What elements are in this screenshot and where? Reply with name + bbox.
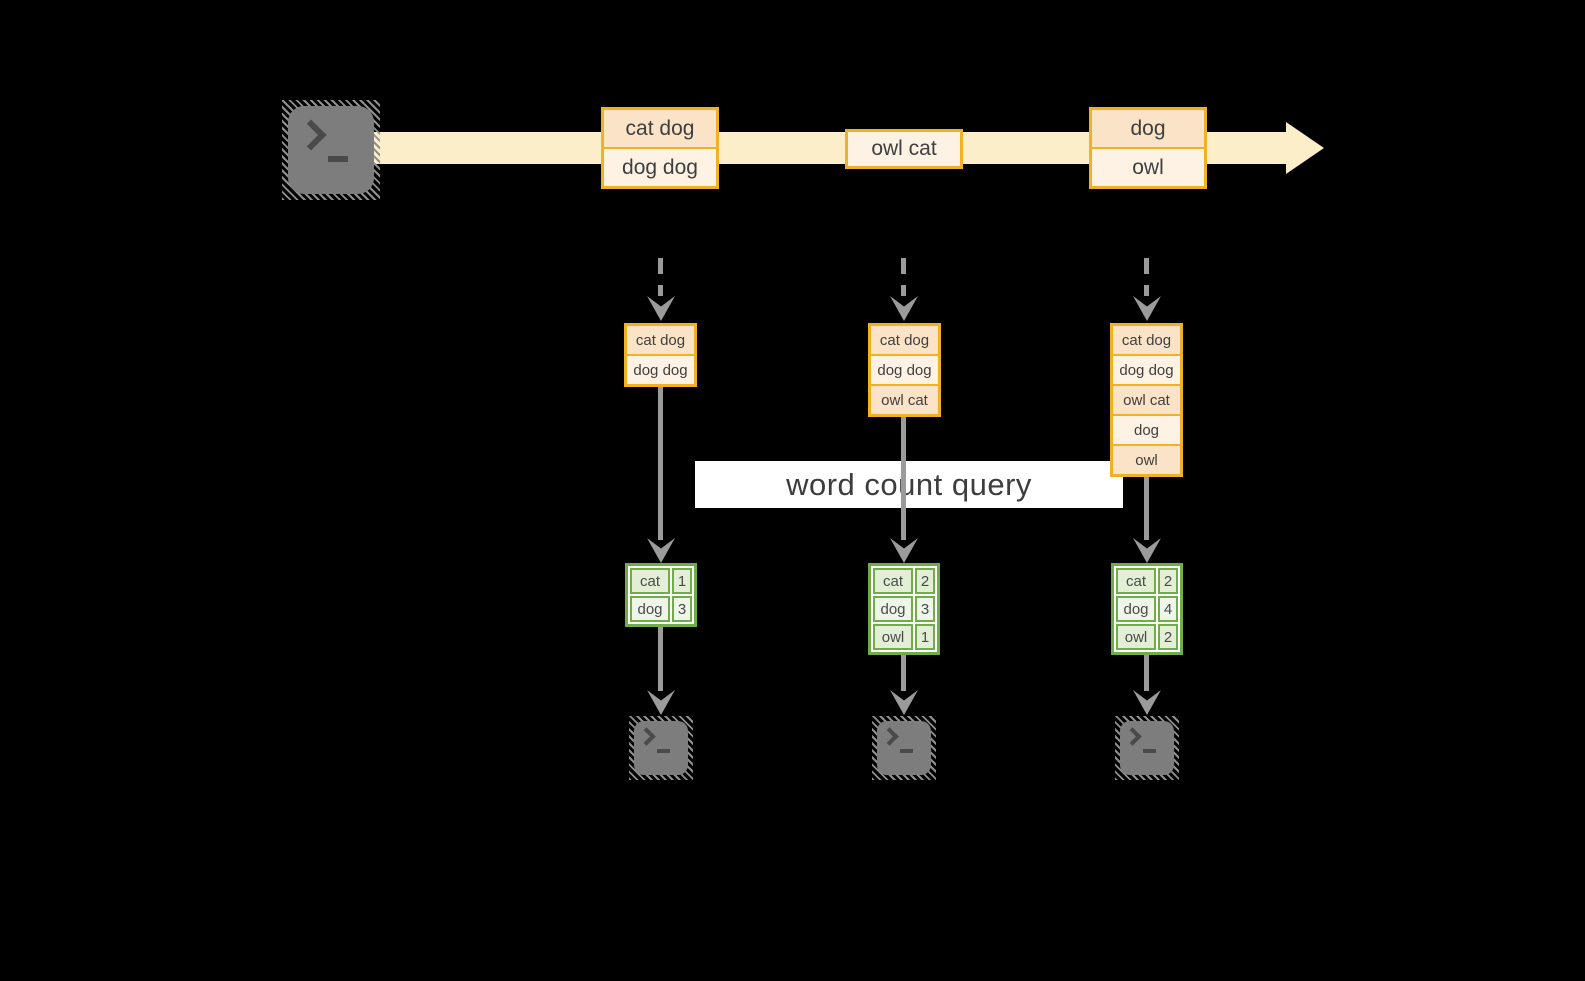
output-arrow-head-1 <box>647 690 675 715</box>
query-arrow-line-1 <box>658 387 663 540</box>
result-word: dog <box>1116 596 1156 622</box>
result-count: 3 <box>915 596 935 622</box>
dashed-arrow-head-1 <box>647 296 675 321</box>
stream-batch-3: dog owl <box>1089 107 1207 189</box>
batch-record: dog dog <box>604 147 716 186</box>
result-word: cat <box>1116 568 1156 594</box>
query-banner: word count query <box>695 461 1123 508</box>
result-word: owl <box>873 624 913 650</box>
output-arrow-line-3 <box>1144 655 1149 691</box>
result-table-2: cat 2 dog 3 owl 1 <box>868 563 940 655</box>
dashed-arrow-line-2 <box>901 258 906 296</box>
state-record: dog dog <box>1113 354 1180 384</box>
batch-record: cat dog <box>604 110 716 147</box>
result-count: 1 <box>672 568 692 594</box>
state-record: cat dog <box>627 326 694 354</box>
result-word: dog <box>630 596 670 622</box>
query-arrow-head-2 <box>890 538 918 563</box>
terminal-output-icon-3 <box>1115 716 1179 780</box>
state-record: dog dog <box>627 354 694 384</box>
prompt-cursor-icon <box>1143 749 1156 753</box>
output-arrow-head-3 <box>1133 690 1161 715</box>
result-table-3: cat 2 dog 4 owl 2 <box>1111 563 1183 655</box>
terminal-screen <box>1120 721 1174 775</box>
output-arrow-line-2 <box>901 655 906 691</box>
batch-record: owl <box>1092 147 1204 186</box>
dashed-arrow-head-3 <box>1133 296 1161 321</box>
stream-batch-1: cat dog dog dog <box>601 107 719 189</box>
terminal-output-icon-2 <box>872 716 936 780</box>
terminal-output-icon-1 <box>629 716 693 780</box>
prompt-cursor-icon <box>900 749 913 753</box>
output-arrow-head-2 <box>890 690 918 715</box>
result-word: cat <box>873 568 913 594</box>
state-record: cat dog <box>871 326 938 354</box>
dashed-arrow-line-3 <box>1144 258 1149 296</box>
query-arrow-line-2 <box>901 417 906 540</box>
stream-arrow-head <box>1286 122 1324 174</box>
result-count: 3 <box>672 596 692 622</box>
result-count: 1 <box>915 624 935 650</box>
terminal-source-icon <box>282 100 380 200</box>
output-arrow-line-1 <box>658 627 663 691</box>
state-record: dog <box>1113 414 1180 444</box>
dashed-arrow-head-2 <box>890 296 918 321</box>
state-record: cat dog <box>1113 326 1180 354</box>
state-record: dog dog <box>871 354 938 384</box>
batch-record: dog <box>1092 110 1204 147</box>
terminal-screen <box>288 106 374 194</box>
dashed-arrow-line-1 <box>658 258 663 296</box>
prompt-cursor-icon <box>657 749 670 753</box>
query-arrow-line-3 <box>1144 477 1149 540</box>
query-arrow-head-1 <box>647 538 675 563</box>
terminal-screen <box>877 721 931 775</box>
result-count: 4 <box>1158 596 1178 622</box>
result-word: cat <box>630 568 670 594</box>
terminal-screen <box>634 721 688 775</box>
state-record: owl cat <box>1113 384 1180 414</box>
state-box-2: cat dog dog dog owl cat <box>868 323 941 417</box>
result-word: dog <box>873 596 913 622</box>
prompt-cursor-icon <box>328 156 348 162</box>
state-record: owl cat <box>871 384 938 414</box>
result-count: 2 <box>1158 624 1178 650</box>
result-word: owl <box>1116 624 1156 650</box>
query-label: word count query <box>786 466 1032 502</box>
result-count: 2 <box>1158 568 1178 594</box>
state-box-1: cat dog dog dog <box>624 323 697 387</box>
state-box-3: cat dog dog dog owl cat dog owl <box>1110 323 1183 477</box>
batch-record: owl cat <box>848 132 960 166</box>
query-arrow-head-3 <box>1133 538 1161 563</box>
stream-batch-2: owl cat <box>845 129 963 169</box>
result-count: 2 <box>915 568 935 594</box>
state-record: owl <box>1113 444 1180 474</box>
result-table-1: cat 1 dog 3 <box>625 563 697 627</box>
